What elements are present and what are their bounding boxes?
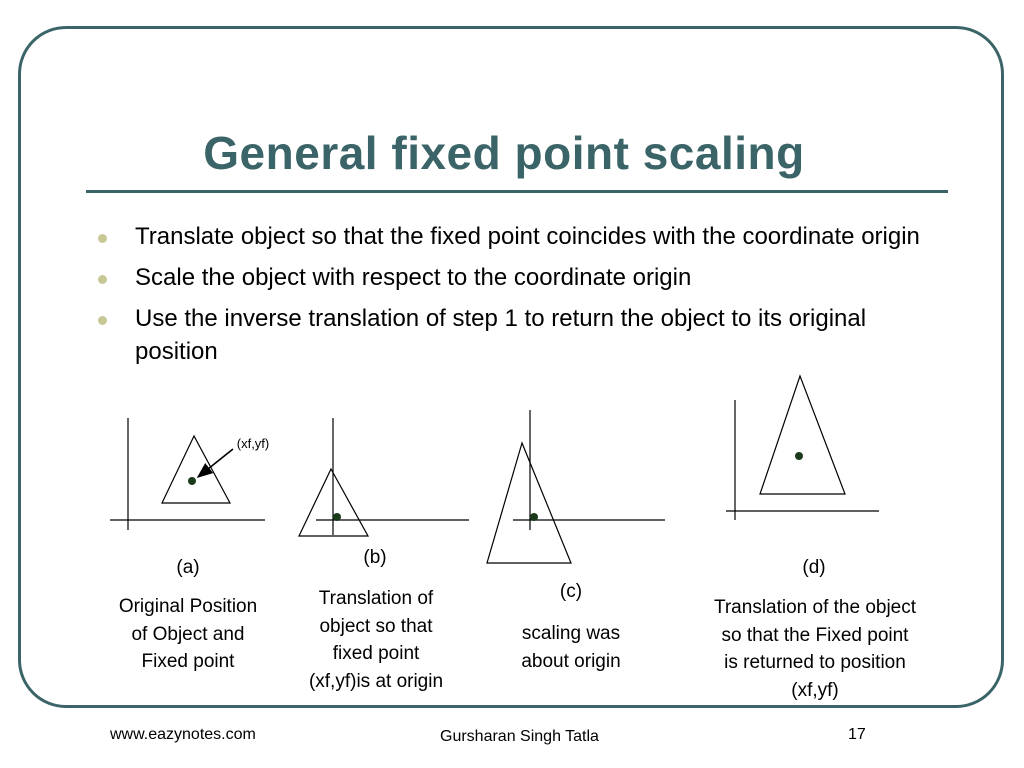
bullet-icon <box>98 275 107 284</box>
figure-b-fixed-point <box>333 513 341 521</box>
figure-a-tag: (a) <box>176 557 200 578</box>
figure-c <box>486 410 665 564</box>
title-underline <box>86 190 948 193</box>
bullet-list: Translate object so that the fixed point… <box>98 220 928 376</box>
figure-a-fixed-point <box>188 477 196 485</box>
footer-website: www.eazynotes.com <box>110 726 256 743</box>
figure-c-fixed-point <box>530 513 538 521</box>
slide-frame <box>18 26 1004 708</box>
figure-c-tag: (c) <box>559 581 583 602</box>
figure-b-caption: Translation of object so that fixed poin… <box>308 588 444 692</box>
figure-c-triangle <box>486 441 572 564</box>
footer-page-number: 17 <box>848 726 866 743</box>
bullet-item: Use the inverse translation of step 1 to… <box>98 302 928 368</box>
figure-a-caption: Original Position of Object and Fixed po… <box>118 596 258 672</box>
figure-c-caption: scaling was about origin <box>521 623 621 672</box>
figure-b-tag: (b) <box>363 547 387 568</box>
bullet-text: Scale the object with respect to the coo… <box>135 264 692 291</box>
figure-b <box>298 418 469 537</box>
figure-d-tag: (d) <box>802 557 826 578</box>
figure-d-triangle <box>759 374 846 495</box>
bullet-item: Translate object so that the fixed point… <box>98 220 928 253</box>
figure-a-arrow <box>196 448 234 478</box>
fixed-point-label: (xf,yf) <box>236 436 270 451</box>
bullet-text: Use the inverse translation of step 1 to… <box>135 305 867 365</box>
bullet-icon <box>98 234 107 243</box>
figure-a-triangle <box>161 434 232 504</box>
figure-d-caption: Translation of the object so that the Fi… <box>713 597 917 701</box>
footer-author: Gursharan Singh Tatla <box>440 728 599 745</box>
figure-d-fixed-point <box>795 452 803 460</box>
figure-d <box>726 374 879 520</box>
slide-title: General fixed point scaling <box>203 127 805 179</box>
figure-a <box>110 418 265 530</box>
figure-b-triangle <box>298 467 370 537</box>
bullet-icon <box>98 316 107 325</box>
bullet-item: Scale the object with respect to the coo… <box>98 261 928 294</box>
bullet-text: Translate object so that the fixed point… <box>135 223 920 250</box>
